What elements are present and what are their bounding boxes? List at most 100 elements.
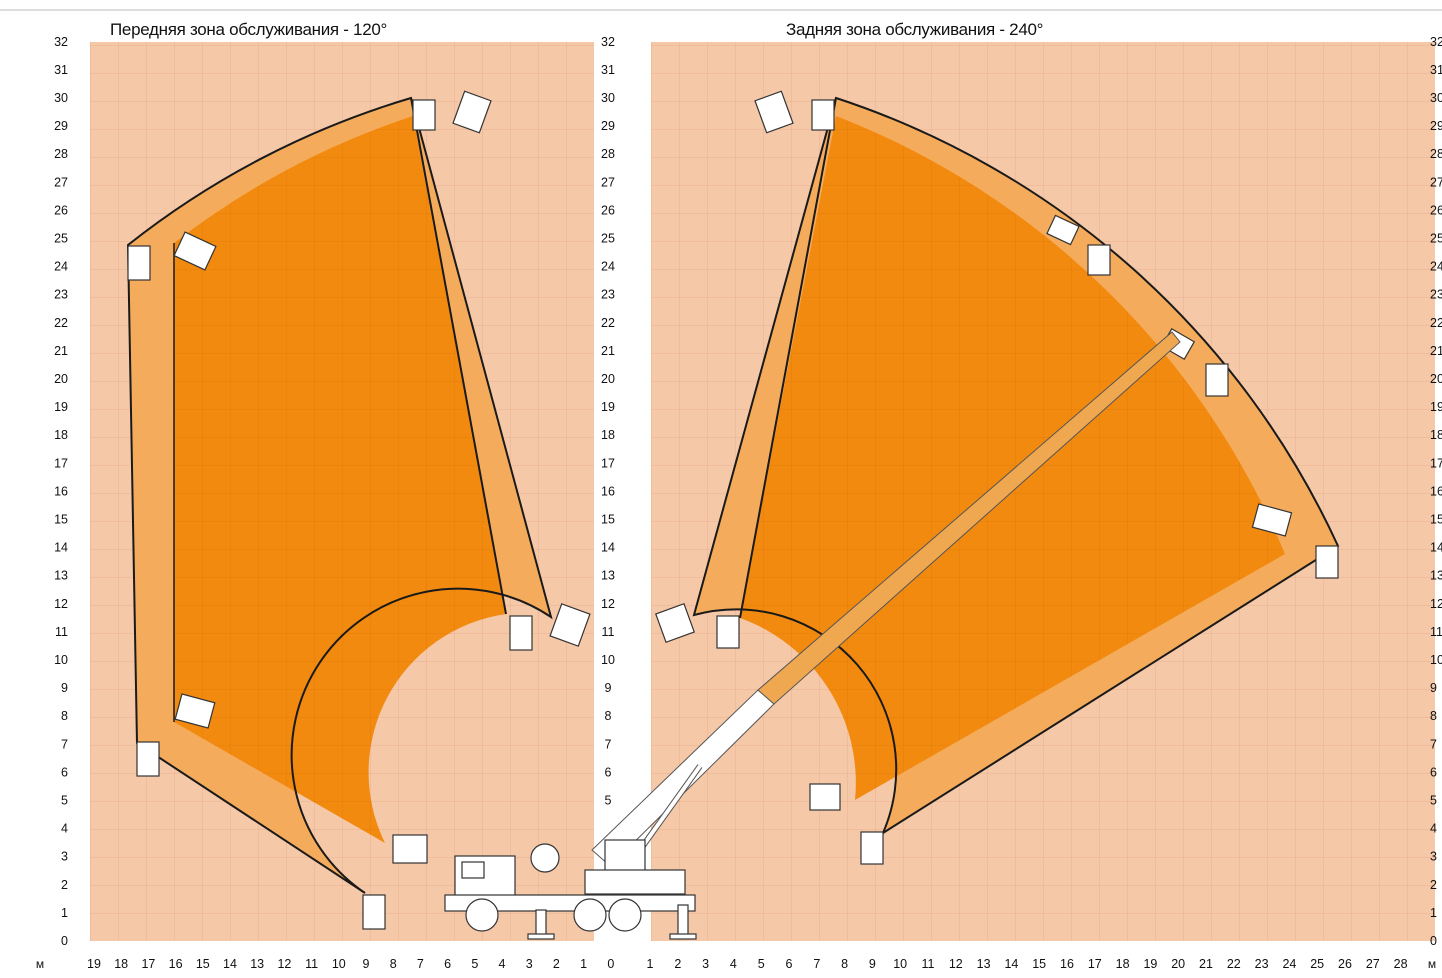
y-tick-label-left: 16 xyxy=(54,484,68,498)
x-tick-label-front: 5 xyxy=(471,957,478,971)
y-tick-label-right: 14 xyxy=(1430,541,1442,555)
x-tick-label-front: 1 xyxy=(580,957,587,971)
y-tick-label-left: 23 xyxy=(54,288,68,302)
y-tick-label-middle: 19 xyxy=(601,400,615,414)
y-tick-label-right: 24 xyxy=(1430,260,1442,274)
rear-zone-inner-edge xyxy=(739,97,837,619)
y-tick-label-middle: 31 xyxy=(601,63,615,77)
x-tick-label-rear: 7 xyxy=(813,957,820,971)
y-tick-label-right: 27 xyxy=(1430,175,1442,189)
y-tick-label-right: 26 xyxy=(1430,203,1442,217)
y-tick-label-right: 17 xyxy=(1430,456,1442,470)
y-tick-label-middle: 16 xyxy=(601,484,615,498)
outrigger xyxy=(535,909,547,937)
y-tick-label-right: 2 xyxy=(1430,878,1437,892)
x-tick-label-rear: 1 xyxy=(647,957,654,971)
y-tick-label-middle: 7 xyxy=(605,737,612,751)
x-tick-label-rear: 21 xyxy=(1199,957,1213,971)
y-tick-label-right: 7 xyxy=(1430,737,1437,751)
y-tick-label-right: 19 xyxy=(1430,400,1442,414)
y-tick-label-left: 32 xyxy=(54,35,68,49)
platform-icon xyxy=(811,99,835,131)
front-zone-outline xyxy=(126,96,553,894)
platform-icon xyxy=(174,693,216,729)
y-tick-label-right: 4 xyxy=(1430,822,1437,836)
y-tick-label-left: 20 xyxy=(54,372,68,386)
x-tick-label-rear: 16 xyxy=(1060,957,1074,971)
x-tick-label-front: 13 xyxy=(250,957,264,971)
x-tick-label-rear: 23 xyxy=(1255,957,1269,971)
x-tick-label-front: 4 xyxy=(499,957,506,971)
work-platforms xyxy=(127,90,1339,930)
crane-turret xyxy=(584,869,686,895)
x-tick-label-rear: 24 xyxy=(1282,957,1296,971)
x-tick-label-rear: 13 xyxy=(977,957,991,971)
y-tick-label-left: 28 xyxy=(54,147,68,161)
y-tick-label-middle: 23 xyxy=(601,288,615,302)
x-tick-label-rear: 3 xyxy=(702,957,709,971)
x-tick-label-rear: 25 xyxy=(1310,957,1324,971)
platform-icon xyxy=(362,894,386,930)
y-tick-label-middle: 32 xyxy=(601,35,615,49)
x-tick-label-front: 16 xyxy=(169,957,183,971)
x-tick-label-rear: 15 xyxy=(1032,957,1046,971)
y-tick-label-middle: 21 xyxy=(601,344,615,358)
x-tick-label-front: 9 xyxy=(363,957,370,971)
y-tick-label-right: 31 xyxy=(1430,63,1442,77)
center-gap xyxy=(596,700,618,820)
y-tick-label-right: 13 xyxy=(1430,569,1442,583)
crane-boom xyxy=(591,331,1181,867)
rear-service-zone xyxy=(692,96,1340,836)
y-tick-label-left: 8 xyxy=(61,709,68,723)
x-tick-label-rear: 28 xyxy=(1394,957,1408,971)
x-tick-label-front: 11 xyxy=(305,957,318,971)
x-tick-label-rear: 2 xyxy=(674,957,681,971)
x-tick-label-front: 17 xyxy=(141,957,155,971)
platform-icon xyxy=(392,834,428,864)
y-tick-label-middle: 20 xyxy=(601,372,615,386)
x-tick-label-front: 12 xyxy=(277,957,291,971)
y-tick-label-right: 3 xyxy=(1430,850,1437,864)
y-tick-label-left: 13 xyxy=(54,569,68,583)
platform-icon xyxy=(127,245,151,281)
platform-icon xyxy=(809,783,841,811)
y-tick-label-middle: 29 xyxy=(601,119,615,133)
y-tick-label-middle: 9 xyxy=(605,681,612,695)
y-tick-label-middle: 6 xyxy=(605,765,612,779)
y-tick-label-middle: 27 xyxy=(601,175,615,189)
x-tick-label-rear: 20 xyxy=(1171,957,1185,971)
platform-icon xyxy=(549,603,591,647)
rear-zone-core-grid xyxy=(740,116,1285,800)
y-tick-label-middle: 18 xyxy=(601,428,615,442)
y-tick-label-middle: 8 xyxy=(605,709,612,723)
truck-wheel xyxy=(608,898,642,932)
x-tick-label-front: 3 xyxy=(526,957,533,971)
x-tick-label-front: 8 xyxy=(390,957,397,971)
y-tick-label-left: 17 xyxy=(54,456,68,470)
y-tick-label-left: 6 xyxy=(61,765,68,779)
platform-icon xyxy=(509,615,533,651)
x-tick-label-front: 10 xyxy=(332,957,346,971)
y-tick-label-left: 15 xyxy=(54,513,68,527)
platform-icon xyxy=(1087,244,1111,276)
y-tick-label-middle: 14 xyxy=(601,541,615,555)
y-tick-label-right: 5 xyxy=(1430,794,1437,808)
y-tick-label-left: 3 xyxy=(61,850,68,864)
platform-icon xyxy=(1315,545,1339,579)
x-tick-label-rear: 9 xyxy=(869,957,876,971)
y-tick-label-middle: 24 xyxy=(601,260,615,274)
x-tick-label-rear: 27 xyxy=(1366,957,1380,971)
y-tick-label-middle: 13 xyxy=(601,569,615,583)
x-tick-label-front: 7 xyxy=(417,957,424,971)
y-tick-label-left: 11 xyxy=(55,625,68,639)
x-tick-label-front: 0 xyxy=(607,957,614,971)
x-tick-label-rear: 4 xyxy=(730,957,737,971)
platform-icon xyxy=(655,603,695,643)
y-tick-label-right: 12 xyxy=(1430,597,1442,611)
platform-icon xyxy=(1205,363,1229,397)
y-tick-label-right: 0 xyxy=(1430,934,1437,948)
y-tick-label-middle: 25 xyxy=(601,232,615,246)
y-tick-label-middle: 17 xyxy=(601,456,615,470)
y-tick-label-right: 21 xyxy=(1430,344,1442,358)
y-tick-label-right: 9 xyxy=(1430,681,1437,695)
